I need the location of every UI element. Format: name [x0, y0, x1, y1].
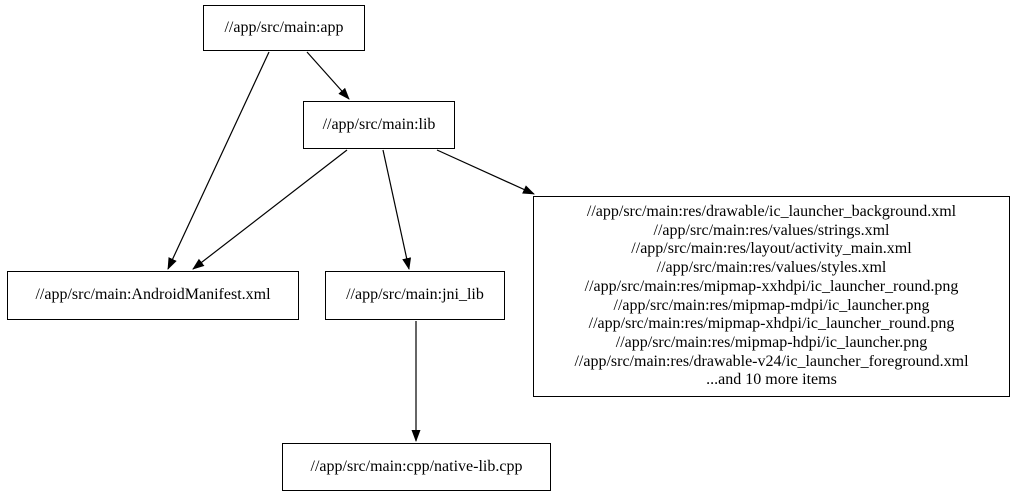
res-group-line: //app/src/main:res/values/styles.xml — [656, 259, 887, 277]
node-jni-lib-label: //app/src/main:jni_lib — [346, 286, 484, 304]
res-group-line: //app/src/main:res/mipmap-mdpi/ic_launch… — [613, 296, 930, 314]
res-group-more-items: ...and 10 more items — [706, 371, 837, 389]
node-lib: //app/src/main:lib — [303, 101, 455, 149]
node-lib-label: //app/src/main:lib — [322, 115, 436, 133]
node-res-group: //app/src/main:res/drawable/ic_launcher_… — [533, 196, 1010, 397]
res-group-line: //app/src/main:res/values/strings.xml — [653, 221, 890, 239]
res-group-line: //app/src/main:res/mipmap-xxhdpi/ic_laun… — [584, 277, 959, 295]
edge-lib-to-jni-lib — [382, 149, 412, 270]
res-group-line: //app/src/main:res/drawable-v24/ic_launc… — [574, 352, 969, 370]
node-app-label: //app/src/main:app — [224, 18, 344, 36]
res-group-line: //app/src/main:res/layout/activity_main.… — [631, 240, 912, 258]
edge-lib-to-res-group — [436, 149, 535, 195]
edge-lib-to-androidmanifest — [192, 149, 348, 270]
res-group-line: //app/src/main:res/mipmap-hdpi/ic_launch… — [615, 333, 928, 351]
edge-app-to-lib — [306, 51, 350, 100]
res-group-line: //app/src/main:res/mipmap-xhdpi/ic_launc… — [588, 315, 955, 333]
node-android-manifest-label: //app/src/main:AndroidManifest.xml — [35, 286, 271, 304]
node-app: //app/src/main:app — [203, 5, 365, 51]
res-group-line: //app/src/main:res/drawable/ic_launcher_… — [586, 202, 957, 220]
node-native-lib-label: //app/src/main:cpp/native-lib.cpp — [310, 457, 523, 475]
node-native-lib: //app/src/main:cpp/native-lib.cpp — [282, 443, 551, 491]
node-android-manifest: //app/src/main:AndroidManifest.xml — [7, 271, 299, 320]
node-jni-lib: //app/src/main:jni_lib — [325, 271, 505, 320]
edge-app-to-androidmanifest — [167, 51, 270, 270]
